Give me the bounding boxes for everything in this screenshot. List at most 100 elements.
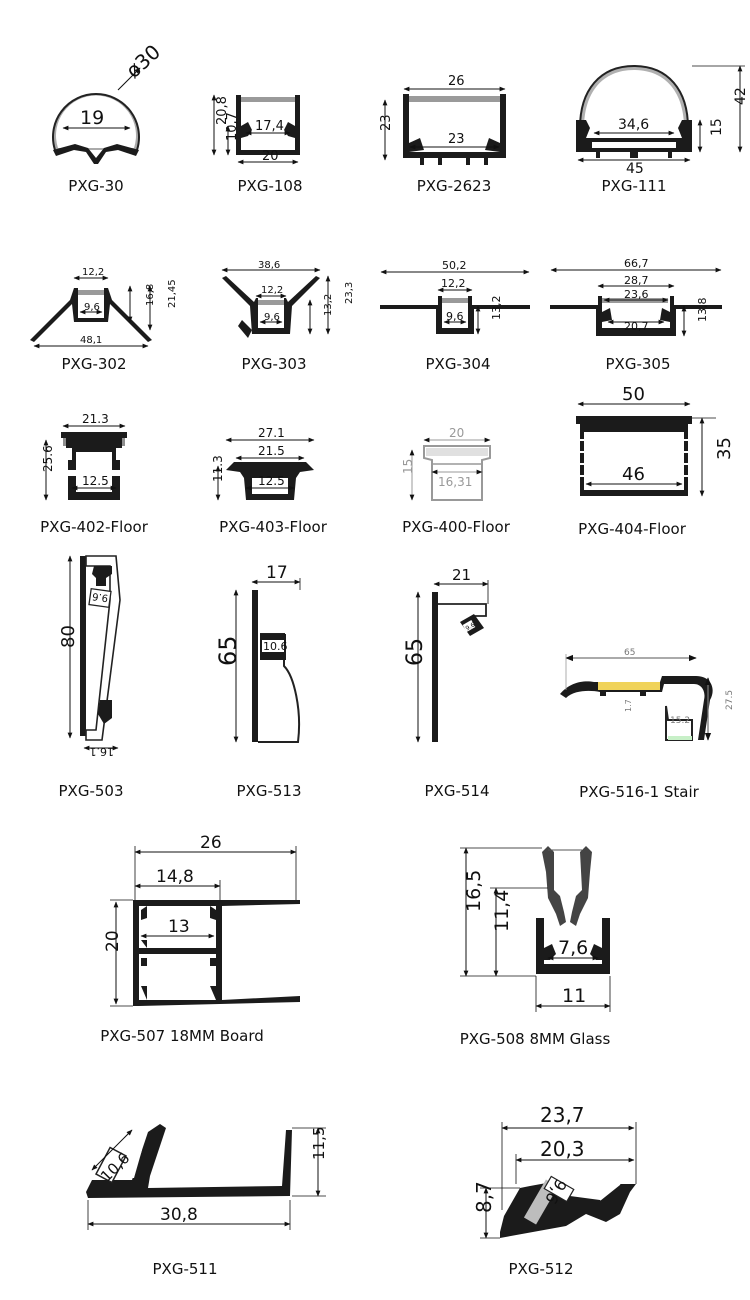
dim-label: 42	[733, 87, 749, 105]
dim-label: 23	[448, 132, 465, 147]
dim-label: 30,8	[160, 1205, 198, 1225]
dim-label: 10,7	[225, 112, 240, 141]
profile-drawing-pxg-511: 10,6 11,5 30,8	[86, 1124, 328, 1230]
dim-label: 23,3	[344, 282, 355, 304]
profile-drawing-pxg-304: 50,2 12,2 9,6 13,2	[380, 259, 530, 335]
profile-label: PXG-304	[425, 355, 491, 373]
dim-label: 65	[403, 638, 428, 666]
profile-label: PXG-30	[68, 177, 124, 195]
profile-label: PXG-514	[424, 782, 490, 800]
dim-label: 10.6	[263, 640, 288, 653]
dim-label: 9,6	[84, 302, 100, 313]
dim-label: 16,5	[463, 870, 485, 912]
dim-label: 48,1	[80, 335, 102, 346]
dim-label: 12,2	[82, 267, 104, 278]
dim-label: 20	[103, 930, 123, 952]
dim-label: 13,2	[323, 294, 334, 316]
dim-label: 27.5	[725, 690, 735, 710]
dim-label: 15.2	[670, 716, 690, 726]
dim-label: 27.1	[258, 426, 285, 440]
dim-label: 17	[266, 563, 288, 583]
profile-label: PXG-305	[605, 355, 671, 373]
profile-label: PXG-402-Floor	[40, 518, 148, 536]
profile-drawing-pxg-302: 12,2 9,6 16,8 21,45 48,1	[30, 267, 178, 349]
profile-drawing-pxg-507: 26 14,8 13 20	[103, 833, 300, 1007]
dim-label: 11.3	[211, 455, 225, 482]
dim-label: 45	[626, 161, 644, 177]
dim-label: 26	[200, 833, 222, 853]
profile-drawing-pxg-508: 16,5 11,4 7,6 11	[460, 846, 611, 1012]
dim-label: 20	[449, 426, 464, 440]
profile-drawing-pxg-516-1-stair: 65 1.7 15.2 27.5	[560, 648, 735, 741]
dim-label: 21	[452, 566, 471, 584]
profile-label: PXG-516-1 Stair	[579, 783, 699, 801]
dim-label: 20,3	[540, 1137, 585, 1161]
profile-drawing-pxg-404-floor: 50 46 35	[576, 384, 735, 497]
dim-label: 26	[448, 74, 465, 89]
profile-drawing-pxg-503: 80 9.6 16.1	[58, 555, 121, 758]
profile-label: PXG-511	[152, 1260, 218, 1278]
profile-label: PXG-503	[58, 782, 124, 800]
profile-label: PXG-111	[601, 177, 667, 195]
dim-label: 15	[401, 459, 415, 474]
dim-label: 11,4	[491, 890, 513, 932]
profile-drawing-pxg-111: 42 34,6 15 45	[576, 64, 749, 177]
profile-drawing-pxg-30: ø30 19	[52, 40, 165, 164]
dim-label: 13,2	[490, 296, 503, 321]
profile-drawing-pxg-400-floor: 20 15 16,31	[401, 426, 491, 501]
dim-label: ø30	[121, 40, 165, 83]
dim-label: 23,7	[540, 1103, 585, 1127]
profile-label: PXG-403-Floor	[219, 518, 327, 536]
profile-drawing-pxg-305: 66,7 28,7 23,6 20,7 13,8	[550, 257, 722, 337]
dim-label: 16,8	[145, 284, 156, 306]
dim-label: 8,7	[472, 1181, 496, 1213]
dim-label: 34,6	[618, 117, 649, 133]
dim-label: 11,5	[310, 1127, 328, 1160]
dim-label: 20,7	[624, 320, 649, 333]
dim-label: 17,4	[255, 119, 284, 134]
profile-drawing-pxg-513: 17 65 10.6	[214, 563, 301, 743]
dim-label: 16,31	[438, 475, 472, 489]
dim-label: 12.5	[82, 474, 109, 488]
profile-label: PXG-512	[508, 1260, 574, 1278]
dim-label: 38,6	[258, 260, 280, 271]
dim-label: 7,6	[558, 937, 588, 959]
profile-label: PXG-513	[236, 782, 302, 800]
profile-drawing-pxg-108: 20,8 10,7 17,4 20	[211, 94, 300, 165]
dim-label: 25.6	[41, 445, 55, 472]
dim-label: 12.5	[258, 474, 285, 488]
profile-label: PXG-508 8MM Glass	[459, 1030, 611, 1048]
dim-label: 12,2	[441, 277, 466, 290]
profile-label: PXG-108	[237, 177, 303, 195]
dim-label: 9,6	[446, 310, 464, 323]
dim-label: 15	[709, 118, 725, 136]
dim-label: 11	[562, 985, 586, 1007]
dim-label: 20	[262, 149, 279, 164]
dim-label: 21,45	[167, 279, 178, 308]
profile-drawing-pxg-303: 38,6 12,2 9,6 13,2 23,3	[221, 260, 355, 338]
profile-drawing-pxg-2623: 26 23 23	[379, 74, 506, 165]
dim-label: 35	[714, 437, 735, 460]
profile-drawing-pxg-402-floor: 21.3 25.6 12.5	[41, 412, 127, 501]
profile-label: PXG-303	[241, 355, 307, 373]
profile-drawing-pxg-512: 23,7 20,3 8,7 9,6	[472, 1103, 637, 1239]
dim-label: 13	[168, 917, 190, 937]
dim-label: 9,6	[264, 312, 280, 323]
dim-label: 46	[622, 464, 645, 485]
dim-label: 21.5	[258, 444, 285, 458]
dim-label: 16.1	[90, 745, 115, 758]
dim-label: 20,8	[215, 96, 230, 125]
dim-label: 65	[214, 635, 242, 666]
dim-label: 12,2	[261, 285, 283, 296]
profile-drawing-pxg-514: 21 65 9.6	[403, 566, 489, 743]
profile-label: PXG-404-Floor	[578, 520, 686, 538]
dim-label: 13,8	[696, 298, 709, 323]
dim-label: 19	[80, 107, 104, 129]
profile-label: PXG-302	[61, 355, 127, 373]
dim-label: 14,8	[156, 867, 194, 887]
dim-label: 50	[622, 384, 645, 405]
dim-label: 9.6	[465, 621, 477, 632]
dim-label: 65	[624, 648, 635, 658]
profile-label: PXG-507 18MM Board	[100, 1027, 264, 1045]
dim-label: 23,6	[624, 288, 649, 301]
